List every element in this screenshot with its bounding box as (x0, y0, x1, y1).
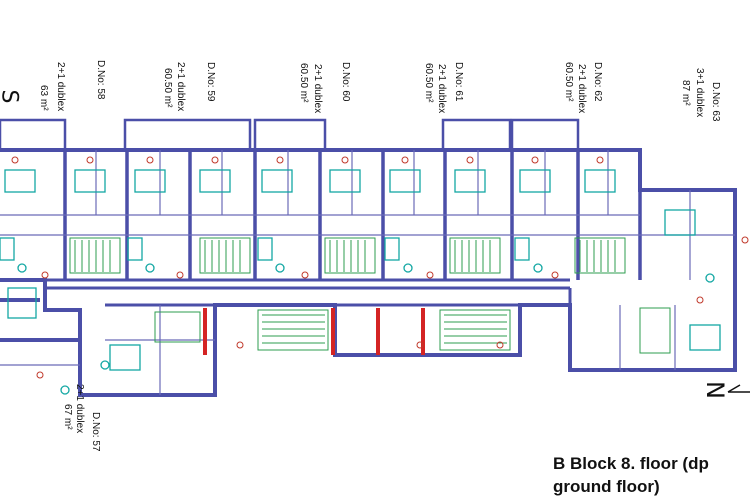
unit-number-57: D.No: 57 (90, 412, 101, 452)
north-arrow (727, 384, 750, 393)
unit-number-60: D.No: 60 (340, 62, 351, 102)
unit-area-59: 60.50 m² (162, 68, 173, 108)
unit-area-61: 60.50 m² (423, 63, 434, 103)
unit-type-57: 2+1 dublex (74, 384, 85, 434)
unit-area-57: 67 m² (62, 404, 73, 430)
unit-type-59: 2+1 dublex (175, 62, 186, 112)
s-mark: S (0, 90, 21, 104)
unit-number-63: D.No: 63 (710, 82, 721, 122)
north-mark: N (700, 381, 729, 399)
floor-title-line-1: B Block 8. floor (dp (553, 454, 709, 473)
unit-number-61: D.No: 61 (453, 62, 464, 102)
unit-number-59: D.No: 59 (205, 62, 216, 102)
exterior-walls (0, 148, 737, 397)
corridor-walls (45, 278, 572, 307)
unit-area-62: 60.50 m² (563, 62, 574, 102)
unit-type-58: 2+1 dublex (55, 62, 66, 112)
unit-type-63: 3+1 dublex (694, 68, 705, 118)
unit-area-60: 60.50 m² (298, 63, 309, 103)
electrical-markers (11, 156, 749, 379)
unit-type-62: 2+1 dublex (576, 64, 587, 114)
unit-type-60: 2+1 dublex (312, 64, 323, 114)
unit-type-61: 2+1 dublex (436, 64, 447, 114)
unit-number-62: D.No: 62 (592, 62, 603, 102)
floor-title-line-2: ground floor) (553, 477, 660, 496)
duplex-stairs (69, 237, 671, 354)
unit-number-58: D.No: 58 (95, 60, 106, 100)
unit-area-58: 63 m² (38, 85, 49, 111)
floor-title: B Block 8. floor (dp ground floor) (553, 452, 709, 498)
fire-doors (203, 308, 425, 355)
balconies (0, 118, 580, 152)
fixtures (0, 169, 721, 395)
unit-area-63: 87 m² (680, 80, 691, 106)
